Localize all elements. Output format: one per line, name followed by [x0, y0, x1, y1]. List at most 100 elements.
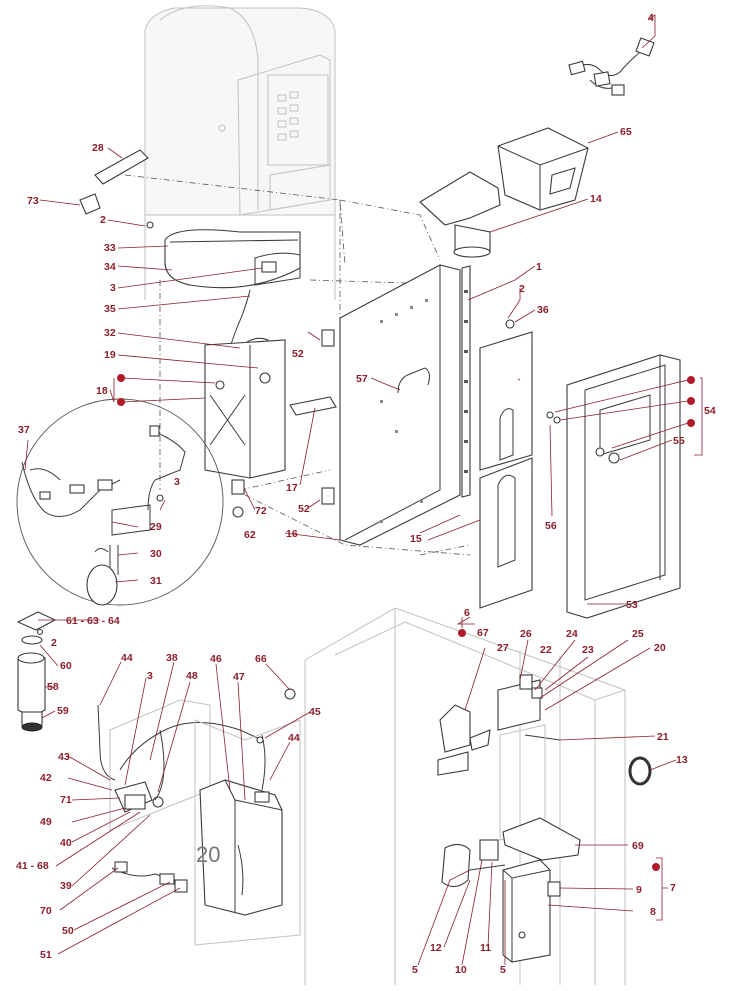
label-58: 58: [47, 681, 59, 693]
label-11: 11: [480, 942, 491, 954]
label-45: 45: [309, 706, 321, 718]
label-6: 6: [464, 607, 470, 619]
label-24: 24: [566, 628, 578, 640]
tray-and-tank-assembly: [79, 149, 337, 518]
lower-cabinet: [304, 607, 652, 985]
label-73: 73: [27, 195, 39, 207]
label-3-detail: 3: [174, 476, 180, 488]
label-5-left: 5: [412, 964, 418, 976]
label-15: 15: [410, 533, 422, 545]
label-26: 26: [520, 628, 532, 640]
label-39: 39: [60, 880, 72, 892]
label-46: 46: [210, 653, 222, 665]
label-28: 28: [92, 142, 104, 154]
label-3-lower: 3: [147, 670, 153, 682]
label-66: 66: [255, 653, 267, 665]
frame-dash-lines: [124, 174, 471, 556]
label-31: 31: [150, 575, 162, 587]
label-23: 23: [582, 644, 594, 656]
center-door-panels: [321, 264, 681, 619]
label-72: 72: [255, 505, 267, 517]
tank-marking: 20: [196, 842, 220, 867]
label-25: 25: [632, 628, 644, 640]
label-13: 13: [676, 754, 688, 766]
label-56: 56: [545, 520, 557, 532]
label-34: 34: [104, 261, 116, 273]
label-7: 7: [670, 882, 676, 894]
label-12: 12: [430, 942, 442, 954]
label-35: 35: [104, 303, 116, 315]
label-70: 70: [40, 905, 52, 917]
label-4: 4: [648, 12, 654, 24]
label-65: 65: [620, 126, 632, 138]
dot-18b: [117, 398, 125, 406]
label-55: 55: [673, 435, 685, 447]
label-30: 30: [150, 548, 162, 560]
label-17: 17: [286, 482, 298, 494]
label-14: 14: [590, 193, 602, 205]
wire-harness-part: [568, 37, 655, 96]
label-42: 42: [40, 772, 52, 784]
detail-circle: [16, 398, 224, 606]
label-1: 1: [536, 261, 542, 273]
label-32: 32: [104, 327, 116, 339]
label-18: 18: [96, 385, 108, 397]
lower-left-parts: [16, 611, 263, 893]
dot-55: [687, 419, 695, 427]
label-59: 59: [57, 705, 69, 717]
label-43: 43: [58, 751, 70, 763]
label-62: 62: [244, 529, 256, 541]
label-37: 37: [18, 424, 30, 436]
callout-labels: 4 65 14 1 2 36 28 73 2 33 34 3 35 32 19 …: [16, 12, 716, 976]
label-38: 38: [166, 652, 178, 664]
dot-54a: [687, 376, 695, 384]
label-50: 50: [62, 925, 74, 937]
label-53: 53: [626, 599, 638, 611]
label-2-lower: 2: [51, 637, 57, 649]
label-9: 9: [636, 884, 642, 896]
label-61-63-64: 61 - 63 - 64: [66, 615, 120, 627]
label-29: 29: [150, 521, 162, 533]
label-40: 40: [60, 837, 72, 849]
label-51: 51: [40, 949, 52, 961]
dot-54b: [687, 397, 695, 405]
leader-lines: [24, 14, 703, 966]
label-52-bottom: 52: [298, 503, 310, 515]
selection-dots: [117, 374, 695, 871]
label-57: 57: [356, 373, 368, 385]
label-21: 21: [657, 731, 669, 743]
dot-18a: [117, 374, 125, 382]
label-20: 20: [654, 642, 666, 654]
label-54: 54: [704, 405, 716, 417]
ghost-coffee-machine: [144, 5, 336, 300]
label-48: 48: [186, 670, 198, 682]
label-69: 69: [632, 840, 644, 852]
label-10: 10: [455, 964, 467, 976]
label-19: 19: [104, 349, 116, 361]
label-16: 16: [286, 528, 298, 540]
label-67: 67: [477, 627, 489, 639]
label-44-right: 44: [288, 732, 300, 744]
label-52-top: 52: [292, 348, 304, 360]
label-5-right: 5: [500, 964, 506, 976]
label-27: 27: [497, 642, 509, 654]
label-44-left: 44: [121, 652, 133, 664]
dot-7: [652, 863, 660, 871]
label-2: 2: [100, 214, 106, 226]
label-47: 47: [233, 671, 245, 683]
label-22: 22: [540, 644, 552, 656]
label-3-top: 3: [110, 282, 116, 294]
label-2-door: 2: [519, 283, 525, 295]
label-60: 60: [60, 660, 72, 672]
water-tank: 20: [194, 688, 301, 946]
label-49: 49: [40, 816, 52, 828]
label-36: 36: [537, 304, 549, 316]
powder-funnels: [419, 127, 589, 258]
label-41-68: 41 - 68: [16, 860, 49, 872]
label-71: 71: [60, 794, 72, 806]
label-8: 8: [650, 906, 656, 918]
dot-6: [458, 629, 466, 637]
label-33: 33: [104, 242, 116, 254]
